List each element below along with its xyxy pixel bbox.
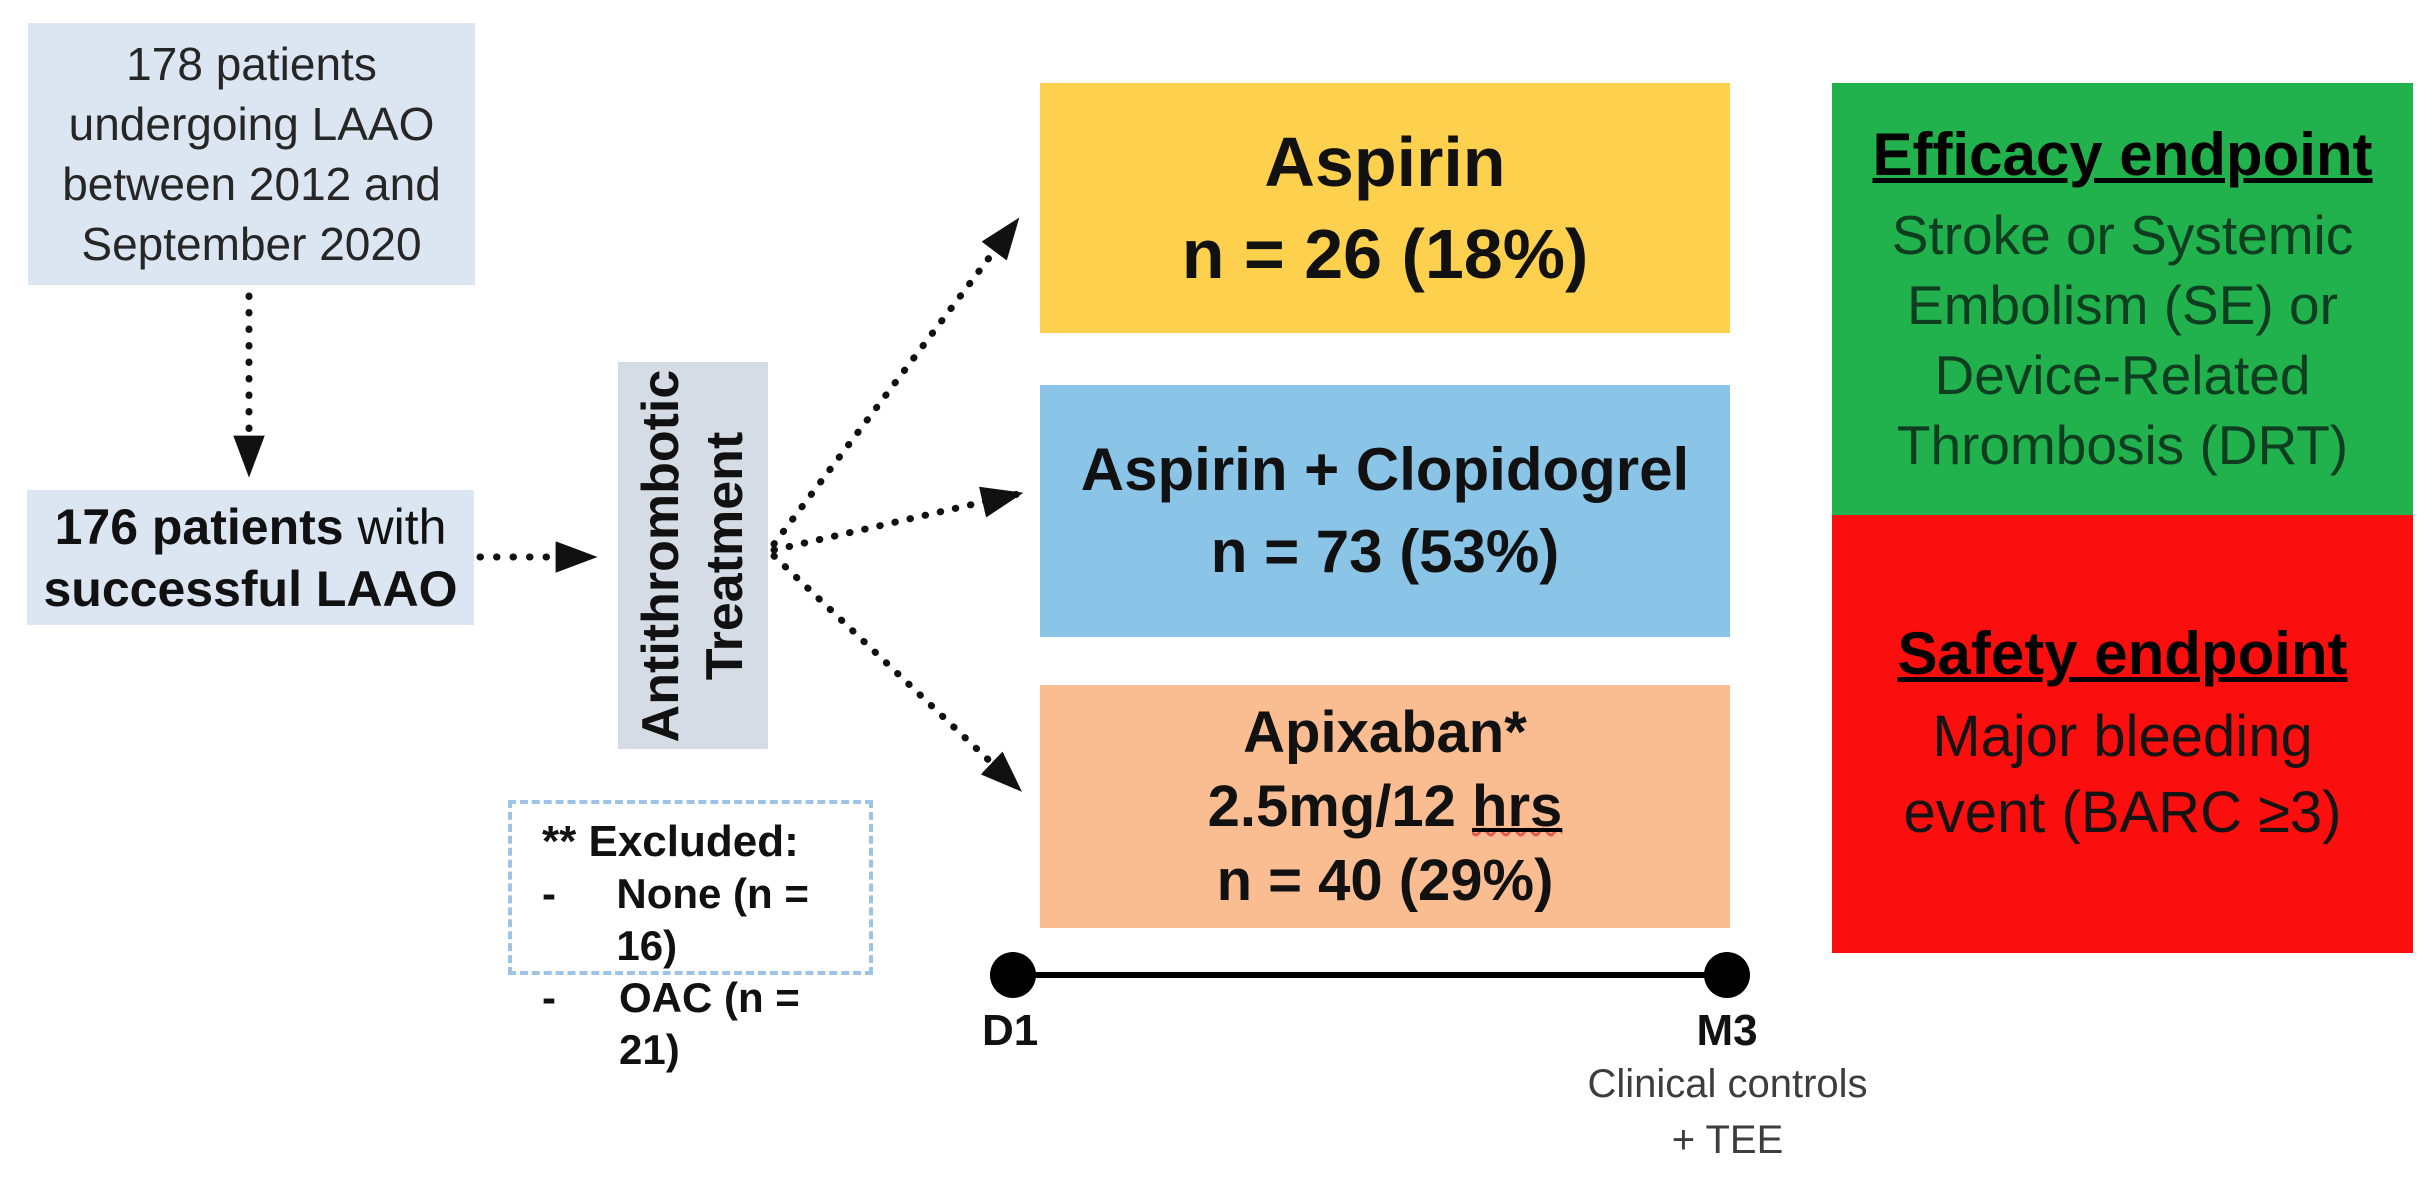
arm-apixaban-box: Apixaban* 2.5mg/12 hrs n = 40 (29%) bbox=[1040, 685, 1730, 928]
arm-aspirin-box: Aspirin n = 26 (18%) bbox=[1040, 83, 1730, 333]
successful-laao-box: 176 patients with successful LAAO bbox=[27, 490, 474, 625]
arm-apixaban-title: Apixaban* bbox=[1243, 699, 1527, 765]
excluded-box: ** Excluded: - None (n = 16) - OAC (n = … bbox=[508, 800, 873, 1073]
efficacy-endpoint-body: Stroke or Systemic Embolism (SE) or Devi… bbox=[1891, 204, 2354, 476]
excluded-item: - None (n = 16) bbox=[542, 868, 869, 972]
excluded-item: - OAC (n = 21) bbox=[542, 972, 869, 1076]
excluded-item-bullet: - bbox=[542, 974, 556, 1021]
arm-aspirin-clopidogrel-box: Aspirin + Clopidogrel n = 73 (53%) bbox=[1040, 385, 1730, 637]
arm-apixaban-dose-prefix: 2.5mg/12 bbox=[1207, 773, 1473, 839]
timeline-start-dot bbox=[990, 952, 1036, 998]
arrow-treatment-to-clopidogrel bbox=[770, 486, 1024, 554]
arm-aspirin-title: Aspirin bbox=[1264, 123, 1506, 201]
arm-apixaban-dose-unit: hrs bbox=[1472, 773, 1563, 839]
timeline-end-label: M3 bbox=[1696, 1006, 1758, 1055]
enrollment-box: 178 patients undergoing LAAO between 201… bbox=[28, 23, 475, 285]
arrow-treatment-to-apixaban bbox=[770, 552, 1023, 792]
timeline-end-note: Clinical controls + TEE bbox=[1587, 1062, 1868, 1162]
patients-count: 176 patients bbox=[54, 498, 344, 555]
arm-aspirin-clopidogrel-n: n = 73 (53%) bbox=[1210, 518, 1560, 585]
enrollment-text: 178 patients undergoing LAAO between 201… bbox=[62, 38, 441, 270]
antithrombotic-treatment-box: Antithrombotic Treatment bbox=[618, 362, 768, 749]
timeline-start-label: D1 bbox=[982, 1006, 1039, 1055]
arm-apixaban-dose: 2.5mg/12 hrs bbox=[1208, 770, 1563, 844]
arm-aspirin-clopidogrel-title: Aspirin + Clopidogrel bbox=[1080, 436, 1690, 503]
safety-endpoint-title: Safety endpoint bbox=[1897, 620, 2348, 687]
patients-count-suffix: with bbox=[343, 498, 447, 555]
excluded-item-text: OAC (n = 21) bbox=[619, 974, 800, 1073]
timeline-line bbox=[1013, 972, 1727, 978]
safety-endpoint-box: Safety endpoint Major bleeding event (BA… bbox=[1832, 515, 2413, 953]
successful-laao-line1: 176 patients with bbox=[55, 496, 447, 558]
excluded-title: ** Excluded: bbox=[542, 817, 799, 866]
excluded-item-bullet: - bbox=[542, 870, 556, 917]
excluded-item-text: None (n = 16) bbox=[616, 870, 809, 969]
arrow-treatment-to-aspirin bbox=[770, 217, 1020, 548]
safety-endpoint-body: Major bleeding event (BARC ≥3) bbox=[1903, 704, 2342, 845]
arm-aspirin-n: n = 26 (18%) bbox=[1181, 215, 1589, 293]
efficacy-endpoint-title: Efficacy endpoint bbox=[1872, 121, 2373, 188]
arm-apixaban-n: n = 40 (29%) bbox=[1216, 847, 1554, 913]
successful-laao-line2: successful LAAO bbox=[43, 560, 458, 617]
efficacy-endpoint-box: Efficacy endpoint Stroke or Systemic Emb… bbox=[1832, 83, 2413, 515]
timeline-end-dot bbox=[1704, 952, 1750, 998]
antithrombotic-treatment-label: Antithrombotic Treatment bbox=[632, 369, 754, 742]
